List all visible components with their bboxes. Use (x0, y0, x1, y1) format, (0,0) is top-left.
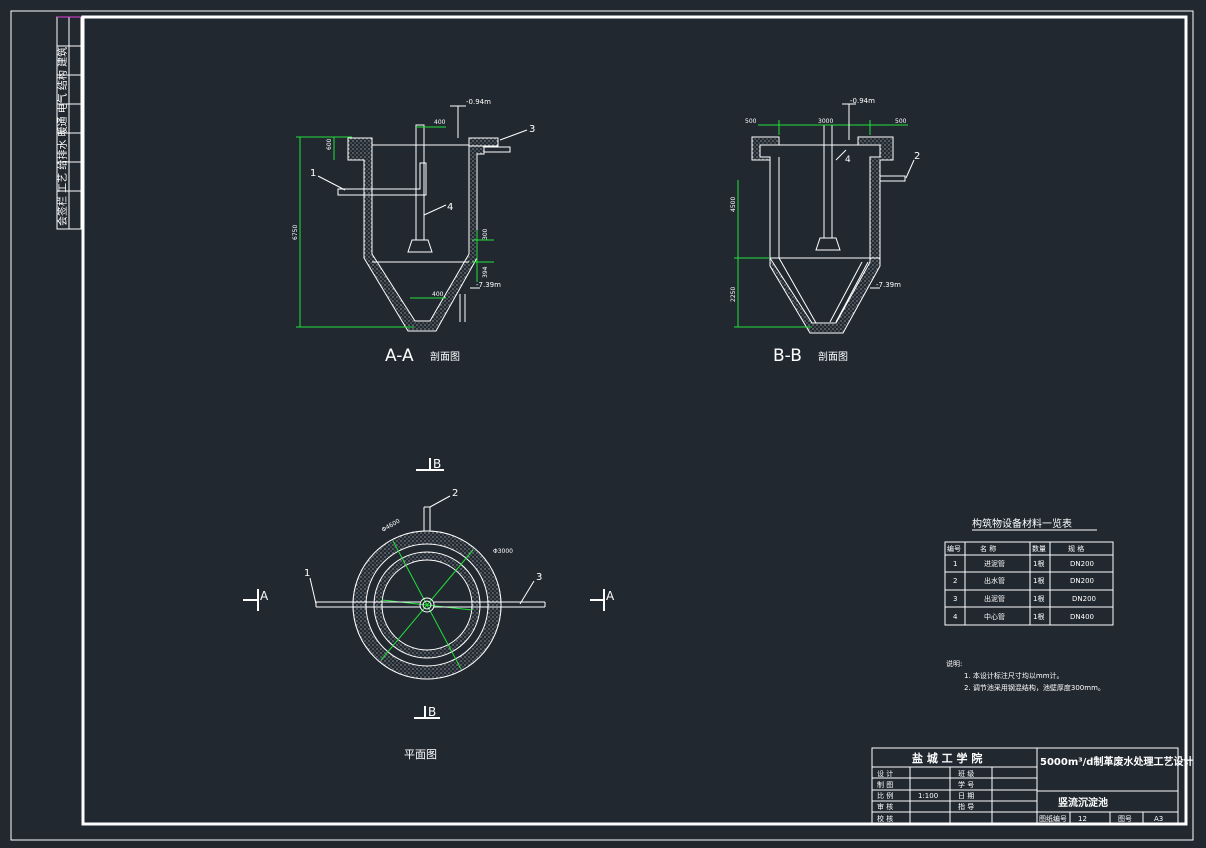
bb-callout-2: 2 (914, 151, 920, 162)
aa-callout-1: 1 (310, 168, 316, 179)
table-cell: 1 (953, 560, 957, 568)
table-cell: DN200 (1070, 577, 1094, 585)
table-cell: 1根 (1033, 576, 1044, 585)
table-cell: 中心管 (984, 612, 1005, 621)
tb-value: 12 (1078, 815, 1087, 823)
bb-title: B-B (773, 346, 802, 366)
table-cell: 4 (953, 613, 958, 621)
table-title: 构筑物设备材料一览表 (972, 517, 1072, 530)
aa-dim-300: 300 (482, 228, 489, 240)
aa-elev-bottom: -7.39m (476, 281, 501, 289)
plan-cut-a-right: A (606, 589, 615, 603)
bb-title-suffix: 剖面图 (818, 350, 848, 363)
tb-label: 图纸编号 (1039, 814, 1067, 823)
tb-label: 班 级 (958, 769, 974, 778)
tb-label: 审 核 (877, 802, 893, 811)
tb-value: A3 (1154, 815, 1163, 823)
table-header-spec: 规 格 (1068, 544, 1084, 553)
drawing-name: 竖流沉淀池 (1058, 796, 1108, 809)
aa-dim-400b: 400 (432, 291, 444, 298)
material-table: 构筑物设备材料一览表 编号 名 称 数量 规 格 1 进泥管 1根 DN200 … (944, 517, 1114, 626)
tb-label: 指 导 (958, 802, 974, 811)
project-title: 5000m³/d制革废水处理工艺设计 (1040, 755, 1193, 768)
table-header-name: 名 称 (980, 544, 996, 553)
bb-dim-500b: 500 (895, 118, 907, 125)
note-item: 1. 本设计标注尺寸均以mm计。 (964, 671, 1064, 680)
plan-dia-outer: Φ4600 (381, 518, 402, 534)
tb-label: 学 号 (958, 780, 974, 789)
table-cell: 进泥管 (984, 559, 1005, 568)
tb-label: 日 期 (958, 792, 974, 800)
plan-cut-b-top: B (433, 457, 441, 471)
plan-cut-a-left: A (260, 589, 269, 603)
aa-dim-6750: 6750 (292, 225, 299, 240)
title-block: 盐 城 工 学 院 5000m³/d制革废水处理工艺设计 竖流沉淀池 设 计 班… (871, 747, 1193, 825)
table-cell: 1根 (1033, 594, 1044, 603)
table-cell: DN200 (1072, 595, 1096, 603)
aa-dim-400a: 400 (434, 119, 446, 126)
table-cell: 2 (953, 577, 957, 585)
table-cell: DN400 (1070, 613, 1094, 621)
aa-dim-600: 600 (326, 138, 333, 150)
table-cell: 出水管 (984, 576, 1005, 585)
outer-frame (10, 10, 1194, 841)
section-bb: 500 3000 500 4500 2250 -0.94m -7.39m 2 4… (730, 97, 920, 366)
bb-elev-top: -0.94m (850, 97, 875, 105)
tb-value: 1:100 (918, 792, 938, 800)
bb-dim-500a: 500 (745, 118, 757, 125)
plan-callout-1: 1 (304, 568, 310, 579)
notes: 说明: 1. 本设计标注尺寸均以mm计。 2. 调节池采用钢混结构，池壁厚度30… (946, 659, 1105, 692)
plan-title: 平面图 (404, 748, 437, 761)
table-cell: 1根 (1033, 612, 1044, 621)
tb-label: 比 例 (877, 791, 893, 800)
signoff-label: 会签栏 工艺 给排水 暖通 电气 结构 建筑 (56, 47, 69, 226)
aa-title: A-A (385, 346, 414, 366)
table-cell: DN200 (1070, 560, 1094, 568)
aa-callout-4: 4 (447, 202, 453, 213)
note-item: 2. 调节池采用钢混结构，池壁厚度300mm。 (964, 683, 1105, 692)
bb-callout-4: 4 (845, 155, 851, 165)
table-cell: 1根 (1033, 559, 1044, 568)
plan-cut-b-bottom: B (428, 705, 436, 719)
aa-dim-394: 394 (482, 266, 489, 278)
tb-label: 设 计 (877, 769, 893, 778)
tb-label: 制 图 (877, 780, 893, 789)
bb-dim-3000: 3000 (818, 118, 833, 125)
inner-frame (81, 15, 1188, 826)
bb-dim-4500: 4500 (730, 197, 737, 212)
school-name: 盐 城 工 学 院 (912, 751, 982, 765)
table-header-no: 编号 (947, 544, 961, 553)
plan-callout-3: 3 (536, 572, 542, 583)
aa-elev-top: -0.94m (466, 98, 491, 106)
plan-view: 1 2 3 Φ4600 Φ3000 A A B B 平面图 (243, 457, 615, 761)
bb-dim-2250: 2250 (730, 287, 737, 302)
table-header-qty: 数量 (1032, 544, 1046, 553)
section-aa: 400 600 6750 300 394 400 -0.94m -7.39m 1… (292, 98, 535, 366)
tb-label: 图号 (1118, 815, 1132, 823)
plan-dia-inner: Φ3000 (493, 548, 513, 555)
tb-label: 校 核 (877, 814, 893, 823)
table-cell: 出泥管 (984, 594, 1005, 603)
bb-elev-bottom: -7.39m (876, 281, 901, 289)
aa-callout-3: 3 (529, 124, 535, 135)
table-cell: 3 (953, 595, 957, 603)
plan-callout-2: 2 (452, 488, 458, 499)
aa-title-suffix: 剖面图 (430, 350, 460, 363)
signoff-column: 会签栏 工艺 给排水 暖通 电气 结构 建筑 (56, 16, 82, 230)
notes-heading: 说明: (946, 659, 962, 668)
